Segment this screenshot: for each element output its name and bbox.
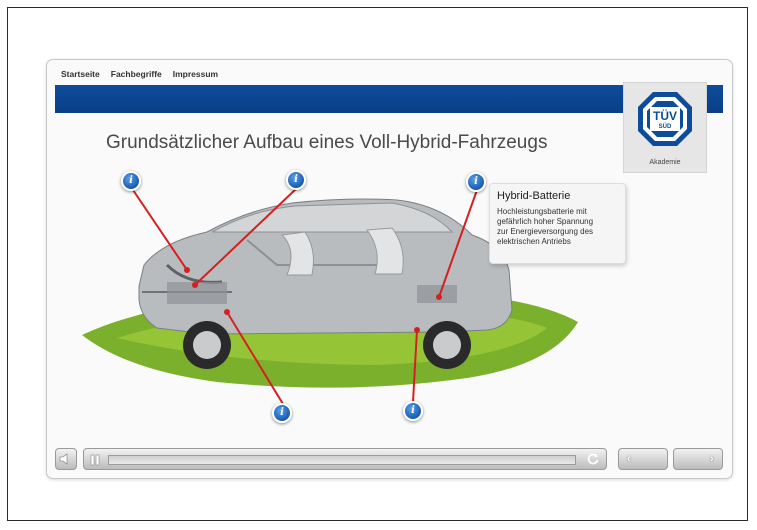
pointer-line-5 — [412, 329, 418, 403]
info-icon: i — [294, 174, 298, 185]
front-wheel-rim — [193, 331, 221, 359]
replay-button[interactable] — [586, 452, 600, 466]
pointer-dot-1 — [184, 267, 190, 273]
slide-title: Grundsätzlicher Aufbau eines Voll-Hybrid… — [106, 132, 548, 153]
info-icon: i — [280, 407, 284, 418]
car-cabin-glass — [211, 202, 454, 233]
tooltip-line: Hochleistungsbatterie mit — [497, 207, 587, 216]
info-hotspot-5[interactable]: i — [403, 401, 423, 421]
mute-button[interactable] — [55, 448, 77, 470]
info-icon: i — [474, 176, 478, 187]
pointer-line-1 — [132, 189, 188, 271]
nav-startseite-link[interactable]: Startseite — [61, 69, 100, 79]
next-button[interactable]: › — [673, 448, 723, 470]
hybrid-car-illustration — [82, 187, 578, 405]
chevron-left-icon: ‹ — [627, 453, 631, 465]
progress-track[interactable] — [108, 455, 576, 465]
tuev-sued-logo: TÜV SÜD Akademie — [623, 82, 707, 173]
player-bar — [83, 448, 607, 470]
info-hotspot-4[interactable]: i — [272, 403, 292, 423]
pointer-line-2 — [194, 187, 298, 286]
previous-button[interactable]: ‹ — [618, 448, 668, 470]
rear-wheel-rim — [433, 331, 461, 359]
pause-button[interactable] — [89, 453, 101, 466]
replay-icon — [587, 453, 599, 465]
pointer-dot-4 — [224, 309, 230, 315]
hybrid-battery-tooltip: Hybrid-Batterie Hochleistungsbatterie mi… — [489, 183, 626, 264]
speaker-icon — [59, 453, 68, 465]
pointer-line-4 — [226, 311, 284, 405]
car-front-seat — [280, 231, 314, 276]
header-bar — [55, 85, 723, 113]
tooltip-line: zur Energieversorgung des — [497, 227, 594, 236]
info-hotspot-battery[interactable]: i — [466, 172, 486, 192]
logo-mark-sued: SÜD — [659, 123, 672, 130]
pointer-dot-3 — [436, 294, 442, 300]
tooltip-line: gefährlich hoher Spannung — [497, 217, 594, 226]
chevron-right-icon: › — [710, 453, 714, 465]
info-icon: i — [129, 175, 133, 186]
info-icon: i — [411, 405, 415, 416]
tooltip-line: elektrischen Antriebs — [497, 237, 571, 246]
tuev-octagon-icon: TÜV SÜD — [638, 92, 692, 146]
logo-mark-tuev: TÜV — [653, 108, 677, 123]
pointer-line-3 — [438, 189, 478, 298]
logo-caption: Akademie — [649, 159, 681, 166]
outer-frame: Startseite Fachbegriffe Impressum TÜV SÜ… — [7, 7, 748, 521]
nav-fachbegriffe-link[interactable]: Fachbegriffe — [110, 69, 162, 79]
tooltip-title: Hybrid-Batterie — [497, 190, 571, 202]
top-navigation: Startseite Fachbegriffe Impressum — [61, 69, 218, 79]
pointer-dot-2 — [192, 282, 198, 288]
app-window: Startseite Fachbegriffe Impressum TÜV SÜ… — [46, 59, 733, 479]
info-hotspot-1[interactable]: i — [121, 171, 141, 191]
nav-impressum-link[interactable]: Impressum — [172, 69, 219, 79]
pause-icon — [90, 454, 100, 466]
car-rear-seat — [366, 227, 404, 275]
info-hotspot-2[interactable]: i — [286, 170, 306, 190]
battery-compartment — [417, 285, 457, 303]
pointer-dot-5 — [414, 327, 420, 333]
engine-compartment — [167, 282, 227, 304]
tooltip-text: Hochleistungsbatterie mit gefährlich hoh… — [497, 207, 618, 247]
